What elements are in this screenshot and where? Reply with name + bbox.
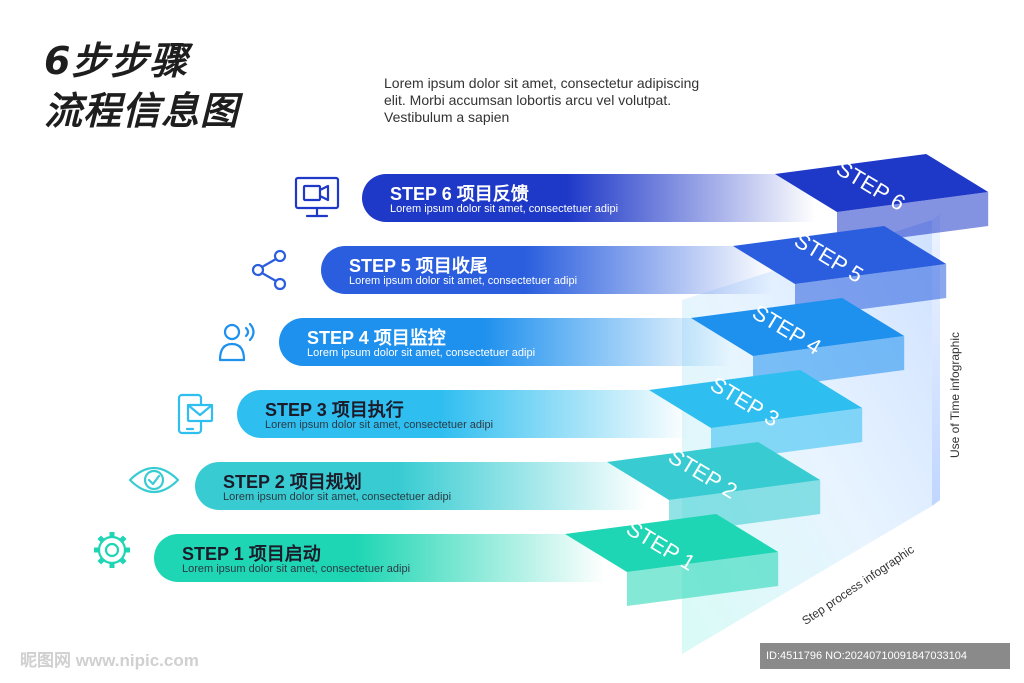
stair-tread-2 [607, 442, 821, 500]
eye-check-icon [128, 462, 180, 503]
stair-tread-5 [733, 226, 947, 284]
step-title-4: STEP 4 项目监控 [307, 328, 446, 348]
stair-tread-4 [691, 298, 905, 356]
step-title-2: STEP 2 项目规划 [223, 472, 362, 492]
step-description-4: Lorem ipsum dolor sit amet, consectetuer… [307, 347, 536, 359]
intro-line-3: Vestibulum a sapien [384, 109, 510, 125]
video-monitor-icon [294, 176, 340, 225]
phone-mail-icon [176, 393, 216, 442]
step-description-3: Lorem ipsum dolor sit amet, consectetuer… [265, 419, 494, 431]
watermark-id-badge: ID:4511796 NO:20240710091847033104 [760, 643, 1010, 669]
stair-riser-1 [627, 552, 779, 606]
step-description-5: Lorem ipsum dolor sit amet, consectetuer… [349, 275, 578, 287]
stair-tread-1 [565, 514, 779, 572]
page-title-line2: 流程信息图 [44, 89, 240, 133]
step-description-6: Lorem ipsum dolor sit amet, consectetuer… [390, 203, 619, 215]
intro-text: Lorem ipsum dolor sit amet, consectetur … [384, 75, 734, 126]
intro-line-2: elit. Morbi accumsan lobortis arcu vel v… [384, 92, 672, 108]
share-icon [250, 248, 290, 297]
page-title-line1: 6步步骤 [44, 39, 189, 83]
step-description-2: Lorem ipsum dolor sit amet, consectetuer… [223, 491, 452, 503]
stair-tread-3 [649, 370, 863, 428]
user-voice-icon [216, 320, 258, 369]
watermark-left: 昵图网 www.nipic.com [20, 651, 199, 670]
watermark-id-text: ID:4511796 NO:20240710091847033104 [766, 650, 968, 662]
step-description-1: Lorem ipsum dolor sit amet, consectetuer… [182, 563, 411, 575]
gear-icon [92, 530, 132, 575]
step-title-1: STEP 1 项目启动 [182, 544, 321, 564]
intro-line-1: Lorem ipsum dolor sit amet, consectetur … [384, 75, 700, 91]
vertical-side-label: Use of Time infographic [948, 331, 962, 459]
step-title-6: STEP 6 项目反馈 [390, 184, 529, 204]
stair-tread-6 [775, 154, 989, 212]
step-title-5: STEP 5 项目收尾 [349, 256, 488, 276]
step-title-3: STEP 3 项目执行 [265, 400, 404, 420]
